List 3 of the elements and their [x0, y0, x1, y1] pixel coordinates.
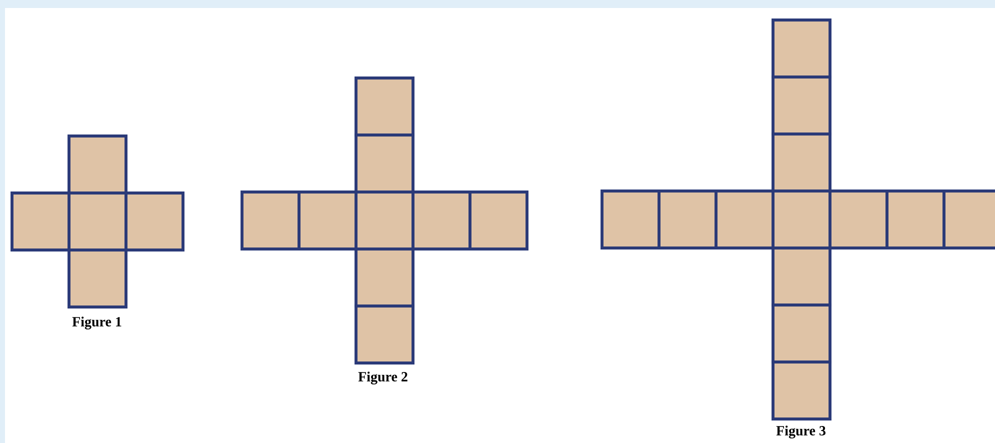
figure-caption: Figure 1 — [72, 316, 122, 330]
figure-caption: Figure 2 — [358, 372, 408, 384]
figure-caption: Figure 3 — [776, 426, 826, 438]
